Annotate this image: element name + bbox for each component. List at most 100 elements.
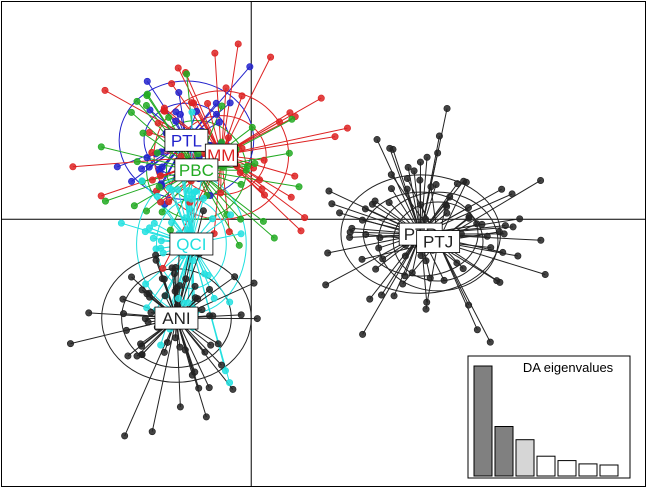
- point: [158, 208, 166, 216]
- point: [205, 384, 213, 392]
- point: [207, 341, 215, 349]
- point: [328, 200, 336, 208]
- point: [541, 270, 549, 278]
- point: [177, 152, 185, 160]
- point: [182, 275, 190, 283]
- point: [133, 97, 141, 105]
- eigenvalue-bar-4: [536, 455, 556, 477]
- point: [130, 202, 138, 210]
- point: [229, 385, 237, 393]
- point: [171, 287, 179, 295]
- point: [200, 194, 208, 202]
- point: [378, 291, 386, 299]
- point: [286, 109, 294, 117]
- point: [366, 295, 374, 303]
- point: [155, 183, 163, 191]
- point: [157, 341, 165, 349]
- point: [153, 192, 161, 200]
- group-label-ptj: PTJ: [416, 230, 461, 253]
- point: [410, 167, 418, 175]
- point: [168, 80, 176, 88]
- point: [189, 257, 197, 265]
- point: [145, 129, 153, 137]
- group-label-box: [169, 232, 214, 256]
- point: [322, 281, 330, 289]
- point: [224, 134, 232, 142]
- point: [237, 215, 245, 223]
- point: [258, 185, 266, 193]
- point: [417, 252, 425, 260]
- point: [225, 228, 233, 236]
- point: [128, 273, 136, 281]
- point: [516, 215, 524, 223]
- point: [509, 223, 517, 231]
- point: [371, 197, 379, 205]
- point: [150, 219, 158, 227]
- point: [403, 185, 411, 193]
- point: [422, 305, 430, 313]
- point: [174, 186, 182, 194]
- point: [101, 86, 109, 94]
- eigenvalue-bar-7: [599, 464, 619, 477]
- point: [499, 248, 507, 256]
- point: [495, 228, 503, 236]
- point: [215, 118, 223, 126]
- point: [427, 183, 435, 191]
- point: [148, 176, 156, 184]
- point: [242, 166, 250, 174]
- star-line: [185, 72, 222, 156]
- point: [487, 244, 495, 252]
- point: [148, 428, 156, 436]
- point: [209, 215, 217, 223]
- point: [181, 346, 189, 354]
- point: [231, 273, 239, 281]
- point: [260, 156, 268, 164]
- point: [496, 278, 504, 286]
- group-label-box: [154, 306, 199, 330]
- point: [359, 330, 367, 338]
- point: [343, 124, 351, 132]
- point: [201, 348, 209, 356]
- point: [238, 92, 246, 100]
- point: [121, 432, 129, 440]
- point: [234, 40, 242, 48]
- point: [486, 338, 494, 346]
- point: [226, 99, 234, 107]
- point: [270, 234, 278, 242]
- point: [259, 217, 267, 225]
- point: [191, 188, 199, 196]
- point: [113, 163, 121, 171]
- point: [297, 227, 305, 235]
- point: [174, 294, 182, 302]
- point: [235, 241, 243, 249]
- point: [226, 379, 234, 387]
- point: [473, 326, 481, 334]
- point: [422, 215, 430, 223]
- point: [358, 255, 366, 263]
- point: [443, 105, 451, 113]
- point: [211, 49, 219, 57]
- point: [165, 198, 173, 206]
- point: [434, 149, 442, 157]
- point: [473, 220, 481, 228]
- point: [143, 90, 151, 98]
- point: [163, 338, 171, 346]
- eigenvalue-bar-1: [473, 365, 493, 477]
- group-label-text: PTJ: [423, 233, 453, 252]
- point: [237, 180, 245, 188]
- point: [154, 119, 162, 127]
- point: [157, 237, 165, 245]
- point: [119, 295, 127, 303]
- point: [222, 84, 230, 92]
- point: [213, 110, 221, 118]
- group-label-text: ANI: [162, 309, 190, 328]
- point: [142, 280, 150, 288]
- point: [168, 219, 176, 227]
- point: [325, 187, 333, 195]
- eigenvalue-bar-6: [578, 463, 598, 477]
- ellipse-ptj-outer: [377, 191, 499, 292]
- point: [483, 232, 491, 240]
- point: [346, 228, 354, 236]
- point: [175, 89, 183, 97]
- point: [401, 272, 409, 280]
